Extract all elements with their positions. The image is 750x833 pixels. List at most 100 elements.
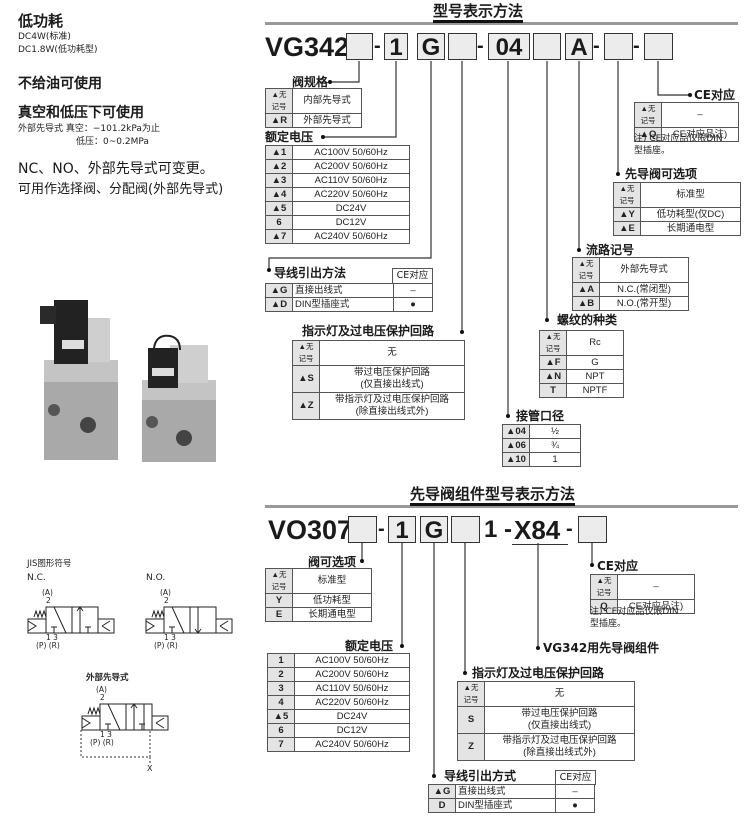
table-row: ▲无记号– — [590, 574, 695, 600]
option-code: ▲Q — [634, 127, 662, 142]
option-code: ▲4 — [265, 187, 293, 202]
port-13-label: 1 3 — [164, 633, 176, 642]
pilot-voltage-label: 额定电压 — [345, 639, 394, 653]
flow-label: 流路记号 — [586, 243, 635, 257]
ext-valve-symbol — [81, 703, 169, 731]
port-2-label: 2 — [46, 596, 51, 605]
option-desc: CE对应品注) — [661, 127, 739, 142]
code-box-9 — [644, 33, 673, 60]
port-13-label: 1 3 — [46, 633, 58, 642]
option-desc: 长期通电型 — [292, 607, 372, 622]
option-desc: N.O.(常开型) — [599, 296, 689, 311]
pilot-suffix: X84 — [512, 516, 568, 545]
pilot-wiring-label: 导线引出方式 — [444, 769, 517, 783]
option-desc: AC240V 50/60Hz — [294, 737, 410, 752]
port-a-label: (A) — [96, 685, 107, 694]
option-code: ▲无记号 — [634, 102, 662, 128]
port-pr-label: (P) (R) — [90, 738, 114, 747]
option-code: ▲10 — [502, 452, 530, 467]
voltage-label: 额定电压 — [265, 130, 314, 144]
symbol-nc-label: N.C. — [27, 573, 46, 583]
option-code: ▲无记号 — [572, 257, 600, 283]
symbol-no-label: N.O. — [146, 573, 166, 583]
option-desc: 1 — [529, 452, 581, 467]
ce-label: CE对应 — [694, 88, 736, 102]
pilot-model-prefix: VO307 — [268, 515, 353, 545]
option-code: ▲1 — [265, 145, 293, 160]
ce-note: 注) CE对应品仅限DIN 型插座。 — [634, 134, 723, 156]
nc-valve-symbol — [27, 606, 115, 634]
table-row: ▲无记号标准型 — [265, 568, 372, 594]
code-box-8 — [604, 33, 633, 60]
option-code: ▲G — [265, 283, 293, 298]
table-row: ▲无记号标准型 — [613, 182, 741, 208]
option-code: ▲无记号 — [539, 330, 567, 356]
code-box-1 — [346, 33, 373, 60]
code-box-2: 1 — [384, 33, 408, 61]
port-pr-label: (P) (R) — [36, 641, 60, 650]
feature-vacuum-title: 真空和低压下可使用 — [18, 105, 144, 121]
option-code: Z — [457, 733, 485, 761]
valve-din-type — [40, 300, 118, 460]
ce-mark: ● — [393, 297, 433, 312]
assembly-label: VG342用先导阀组件 — [543, 641, 660, 655]
port-2-label: 2 — [164, 596, 169, 605]
indicator-label: 指示灯及过电压保护回路 — [302, 324, 435, 338]
option-desc: CE对应品注) — [617, 599, 695, 614]
pilot-ce-label: CE对应 — [597, 559, 639, 573]
code-box-7: A — [565, 33, 593, 61]
option-desc: 带指示灯及过电压保护回路 (除直接出线式外) — [319, 392, 465, 420]
option-desc: AC100V 50/60Hz — [292, 145, 410, 160]
option-desc: – — [617, 574, 695, 600]
option-code: ▲无记号 — [613, 182, 641, 208]
feature-nc-no: NC、NO、外部先导式可变更。 — [18, 161, 214, 177]
option-desc: AC240V 50/60Hz — [292, 229, 410, 244]
option-desc: 标准型 — [292, 568, 372, 594]
code-dash: - — [477, 35, 484, 57]
option-desc: 带过电压保护回路 (仅直接出线式) — [319, 365, 465, 393]
code-dash: - — [374, 35, 381, 57]
option-code: ▲E — [613, 221, 641, 236]
section-rule — [265, 505, 738, 508]
option-code: ▲D — [265, 297, 293, 312]
code-box-4 — [448, 33, 477, 60]
code-dash: - — [633, 35, 640, 57]
feature-low-power-title: 低功耗 — [18, 12, 64, 30]
port-13-label: 1 3 — [100, 730, 112, 739]
code-dash: - — [378, 518, 385, 540]
option-desc: AC200V 50/60Hz — [292, 159, 410, 174]
model-prefix: VG342 — [265, 32, 350, 62]
port-2-label: 2 — [100, 693, 105, 702]
option-code: ▲Z — [292, 392, 320, 420]
code-dash: - — [593, 35, 600, 57]
wiring-label: 导线引出方法 — [274, 266, 347, 280]
code-box-6 — [533, 33, 561, 60]
external-pilot-dashed-line — [80, 730, 151, 764]
feature-vacuum-line1: 外部先导式 真空：−101.2kPa为止 — [18, 124, 160, 134]
section-rule — [265, 22, 738, 25]
table-row: ▲无记号无 — [457, 681, 635, 707]
option-code: ▲S — [292, 365, 320, 393]
option-code: 1 — [267, 653, 295, 668]
